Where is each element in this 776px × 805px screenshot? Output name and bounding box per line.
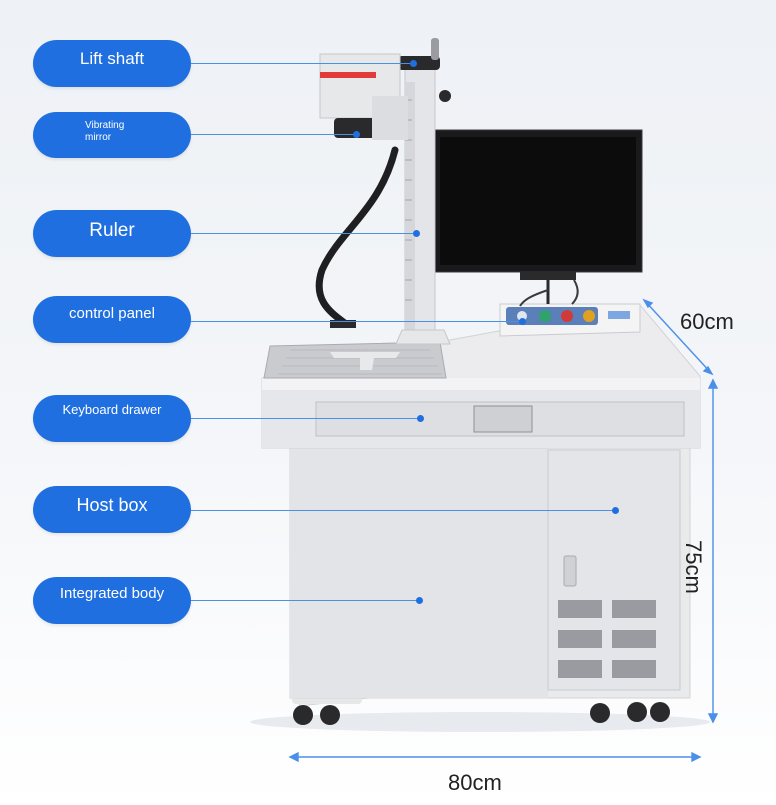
leader-dot-lift-shaft <box>410 60 417 67</box>
leader-dot-integrated-body <box>416 597 423 604</box>
leader-line-lift-shaft <box>191 63 413 64</box>
callout-keyboard-drawer: Keyboard drawer <box>33 395 191 442</box>
leader-line-ruler <box>191 233 416 234</box>
leader-line-vibrating-mirror <box>191 134 356 135</box>
callout-ruler-label: Ruler <box>89 220 135 241</box>
leader-dot-control-panel <box>519 318 526 325</box>
leader-dot-vibrating-mirror <box>353 131 360 138</box>
dimension-width-label: 80cm <box>448 770 502 795</box>
leader-dot-keyboard-drawer <box>417 415 424 422</box>
leader-line-keyboard-drawer <box>191 418 420 419</box>
leader-dot-host-box <box>612 507 619 514</box>
callout-host-box-label: Host box <box>76 495 148 515</box>
callout-keyboard-drawer-label: Keyboard drawer <box>62 402 162 417</box>
callout-control-panel-label: control panel <box>69 305 155 322</box>
callout-vibrating-mirror: Vibrating mirror <box>33 112 191 158</box>
leader-dot-ruler <box>413 230 420 237</box>
callout-control-panel: control panel <box>33 296 191 343</box>
callout-vibrating-mirror-label-line2: mirror <box>85 132 112 143</box>
callout-vibrating-mirror-label-line1: Vibrating <box>85 120 125 131</box>
callout-integrated-body-label: Integrated body <box>59 585 165 602</box>
callout-integrated-body: Integrated body <box>33 577 191 624</box>
leader-line-host-box <box>191 510 615 511</box>
leader-line-integrated-body <box>191 600 419 601</box>
callout-host-box: Host box <box>33 486 191 533</box>
leader-line-control-panel <box>191 321 522 322</box>
callout-lift-shaft-label: Lift shaft <box>79 49 145 68</box>
callout-lift-shaft: Lift shaft <box>33 40 191 87</box>
dimension-height-label: 75cm <box>681 540 706 594</box>
callout-ruler: Ruler <box>33 210 191 257</box>
dimension-depth-label: 60cm <box>680 309 734 334</box>
